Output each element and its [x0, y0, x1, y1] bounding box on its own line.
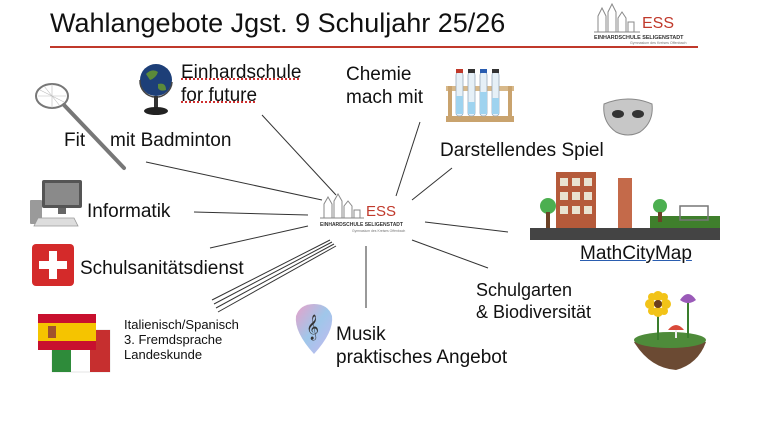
musik-line1: Musik — [336, 324, 386, 345]
chemie-label: Chemie mach mit — [346, 64, 423, 110]
page-title: Wahlangebote Jgst. 9 Schuljahr 25/26 — [50, 8, 506, 38]
logo-initials: ESS — [642, 15, 674, 32]
globe-icon — [139, 64, 173, 115]
einhard-line1: Einhardschule — [181, 62, 302, 83]
theater-mask-icon — [603, 98, 653, 136]
sprachen-label: Italienisch/Spanisch 3. Fremdsprache Lan… — [124, 317, 239, 363]
badminton-label-2: mit Badminton — [110, 130, 232, 151]
flags-icon — [38, 314, 111, 373]
schulgarten-line2: & Biodiversität — [476, 301, 592, 322]
einhard-line2: for future — [181, 84, 258, 106]
schulgarten-line1: Schulgarten — [476, 280, 573, 300]
flower-garden-icon — [634, 291, 706, 370]
city-icon — [530, 172, 720, 240]
musik-line2: praktisches Angebot — [336, 346, 508, 368]
darstellend-label: Darstellendes Spiel — [440, 140, 604, 161]
schulgarten-label: Schulgarten & Biodiversität — [476, 280, 591, 323]
informatik-label: Informatik — [87, 201, 171, 222]
chemie-line2: mach mit — [346, 86, 424, 108]
first-aid-icon — [32, 244, 74, 286]
chemie-line1: Chemie — [346, 64, 412, 85]
sprachen-line1: Italienisch/Spanisch — [124, 317, 239, 332]
einhard-label: Einhardschule for future — [181, 62, 301, 108]
svg-text:𝄞: 𝄞 — [306, 314, 319, 340]
sprachen-line3: Landeskunde — [124, 346, 203, 362]
center-logo-name: EINHARDSCHULE SELIGENSTADT — [320, 222, 403, 228]
logo-name: EINHARDSCHULE SELIGENSTADT — [594, 35, 684, 41]
logo-subtitle: Gymnasium des Kreises Offenbach — [630, 41, 686, 45]
center-logo-subtitle: Gymnasium des Kreises Offenbach — [352, 229, 405, 233]
mathcity-link[interactable]: MathCityMap — [580, 243, 692, 264]
sanitaet-label: Schulsanitätsdienst — [80, 258, 244, 279]
center-logo-initials: ESS — [366, 203, 396, 220]
title-underline — [50, 46, 698, 48]
musik-label: Musik praktisches Angebot — [336, 324, 507, 370]
badminton-label-1: Fit — [64, 130, 86, 151]
test-tubes-icon — [446, 69, 514, 122]
badminton-racket-icon — [35, 83, 126, 170]
school-logo-icon: ESS EINHARDSCHULE SELIGENSTADT Gymnasium… — [594, 2, 686, 45]
guitar-pick-icon: 𝄞 — [295, 304, 333, 354]
computer-icon — [30, 180, 82, 227]
sprachen-line2: 3. Fremdsprache — [124, 331, 223, 347]
center-logo-icon: ESS EINHARDSCHULE SELIGENSTADT Gymnasium… — [320, 192, 405, 233]
